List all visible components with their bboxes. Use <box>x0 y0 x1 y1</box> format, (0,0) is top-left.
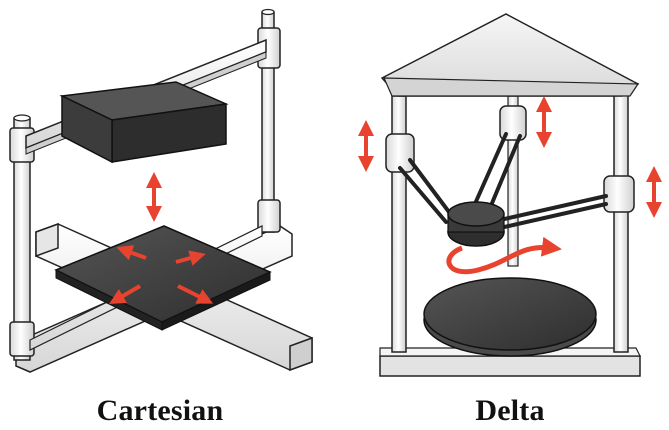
caption-cartesian: Cartesian <box>96 394 224 427</box>
arrow-icon <box>116 245 147 261</box>
arrow-icon <box>109 284 142 305</box>
cartesian-build-plate <box>54 225 272 331</box>
delta-rotation-arrow <box>446 236 562 275</box>
delta-carriage-right <box>603 175 635 213</box>
delta-top-plate <box>380 13 640 97</box>
arrow-icon <box>177 284 214 304</box>
cartesian-plate-arrows <box>109 245 214 305</box>
arrow-icon <box>175 250 206 266</box>
cartesian-printer <box>9 8 313 373</box>
delta-column-right <box>613 91 629 353</box>
delta-printer <box>358 13 662 377</box>
delta-carriage-left <box>385 133 415 173</box>
caption-delta: Delta <box>475 394 545 427</box>
cartesian-print-head <box>59 81 229 164</box>
delta-carriage-back <box>499 105 527 141</box>
delta-arms <box>398 132 608 230</box>
delta-effector <box>447 201 505 247</box>
